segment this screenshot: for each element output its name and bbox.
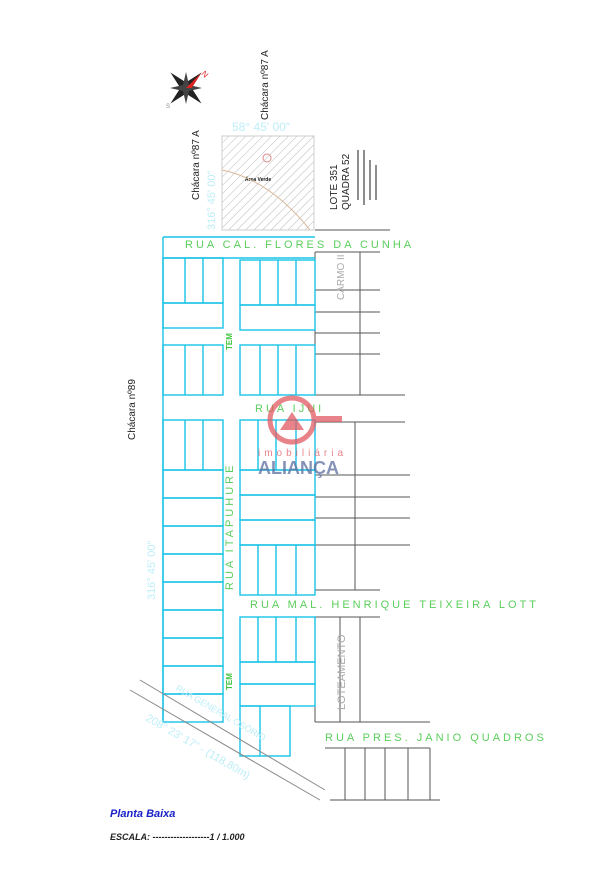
loteamento-label: LOTEAMENTO: [336, 634, 348, 710]
lot-351-notes: [357, 150, 377, 205]
bearing-left-top: 316° 45' 00": [206, 171, 218, 230]
lot: [162, 497, 224, 527]
street-janio-quadros: RUA PRES. JANIO QUADROS: [325, 732, 547, 744]
tem-label-2: TEM: [225, 673, 234, 690]
tem-label-1: TEM: [225, 333, 234, 350]
lot: [162, 581, 224, 611]
carmo-label: CARMO II: [336, 254, 347, 300]
lot: [162, 419, 224, 471]
street-vertical: RUA ITAPUHURE: [224, 463, 236, 590]
watermark-line1: imobiliária: [258, 448, 347, 459]
street-flores-da-cunha: RUA CAL. FLORES DA CUNHA: [185, 239, 414, 251]
lot: [162, 344, 224, 396]
lot: [239, 544, 316, 596]
bearing-top: 58° 45' 00": [232, 120, 290, 134]
lot: [162, 693, 224, 723]
lot: [239, 661, 316, 685]
compass-s: S: [166, 104, 170, 110]
lote-351: LOTE 351: [329, 164, 340, 210]
adjacent-lots: [314, 229, 440, 801]
lot: [239, 494, 316, 521]
lot: [162, 553, 224, 583]
lot: [239, 705, 291, 757]
lot-grid: [162, 236, 316, 757]
bearing-left-mid: 316° 45' 00": [146, 541, 158, 600]
lot: [239, 683, 316, 707]
chacara-87a-left: Chácara nº87 A: [191, 130, 202, 200]
lot: [239, 519, 316, 546]
diagonal-road: [129, 679, 326, 801]
watermark-line2: ALIANÇA: [258, 458, 339, 478]
plan-title: Planta Baixa: [110, 808, 176, 820]
lot: [162, 525, 224, 555]
compass-rose-icon: N S: [166, 69, 211, 110]
lot: [239, 304, 316, 331]
lot: [162, 257, 224, 304]
area-verde-label: Área Verde: [245, 176, 271, 183]
boundary-curve: [221, 169, 311, 231]
lot: [162, 609, 224, 639]
watermark: imobiliária ALIANÇA: [258, 395, 347, 478]
house-icon: [280, 412, 304, 430]
lot: [239, 616, 316, 663]
lot: [162, 637, 224, 667]
lot: [162, 469, 224, 499]
hatched-area: [221, 135, 315, 231]
compass-n: N: [200, 69, 211, 80]
lot: [162, 665, 224, 695]
plan-scale: ESCALA: -------------------1 / 1.000: [110, 832, 245, 842]
watermark-handle: [312, 416, 342, 422]
quadra-52: QUADRA 52: [341, 153, 352, 210]
area-marker: [262, 153, 272, 163]
street-henrique-lott: RUA MAL. HENRIQUE TEIXEIRA LOTT: [250, 599, 539, 611]
chacara-87a-top: Chácara nº87 A: [260, 50, 271, 120]
lot: [162, 302, 224, 329]
chacara-89: Chácara nº89: [127, 379, 138, 440]
